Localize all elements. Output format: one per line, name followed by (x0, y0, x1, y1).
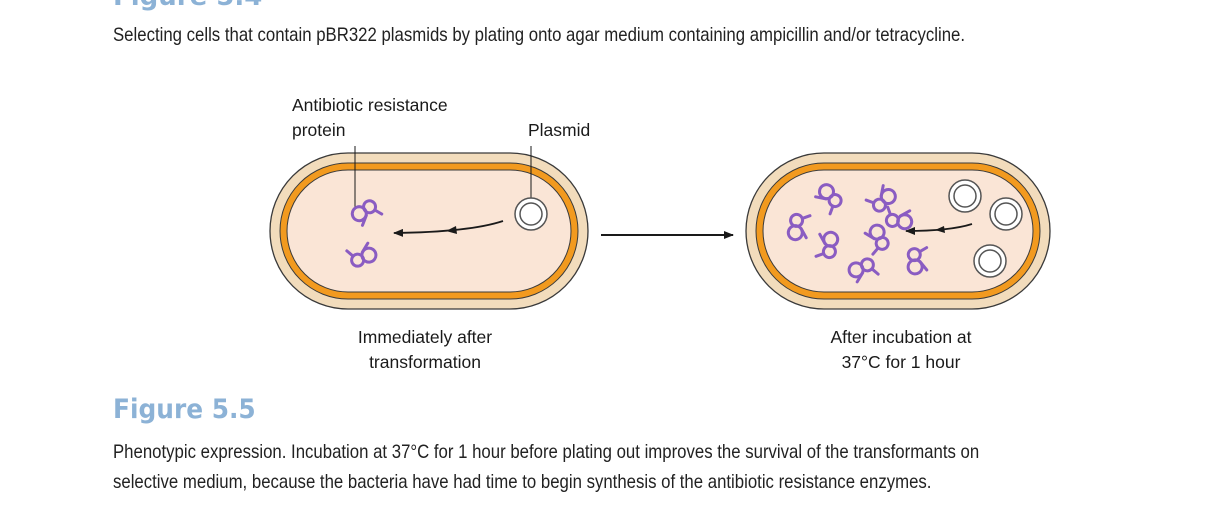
right-bacterial-cell (745, 152, 1051, 310)
figure-caption: Phenotypic expression. Incubation at 37°… (113, 437, 979, 497)
label-left-cell-line1: Immediately after (357, 327, 493, 347)
phenotypic-expression-diagram (269, 146, 1051, 310)
arrowhead-mid-icon (935, 226, 945, 233)
label-left-cell-line2: transformation (369, 352, 481, 372)
plasmid-icon (514, 197, 548, 231)
figure-caption-line1: Phenotypic expression. Incubation at 37°… (113, 441, 980, 463)
label-right-cell-line1: After incubation at (830, 327, 972, 347)
label-resistance-protein-line1: Antibiotic resistance (292, 95, 448, 115)
label-plasmid: Plasmid (528, 120, 591, 140)
label-right-cell-line2: 37°C for 1 hour (841, 352, 961, 372)
arrowhead-mid-icon (446, 226, 457, 234)
previous-figure-caption: Selecting cells that contain pBR322 plas… (113, 24, 966, 46)
plasmid-icon (973, 244, 1007, 278)
label-resistance-protein-line2: protein (292, 120, 346, 140)
plasmid-icon (989, 197, 1023, 231)
plasmid-icon (948, 179, 982, 213)
figure-caption-line2: selective medium, because the bacteria h… (113, 471, 932, 493)
expression-arrow (393, 220, 504, 237)
previous-figure-heading-fragment: Figure 5.4 (113, 0, 262, 10)
figure-title: Figure 5.5 (113, 394, 256, 425)
